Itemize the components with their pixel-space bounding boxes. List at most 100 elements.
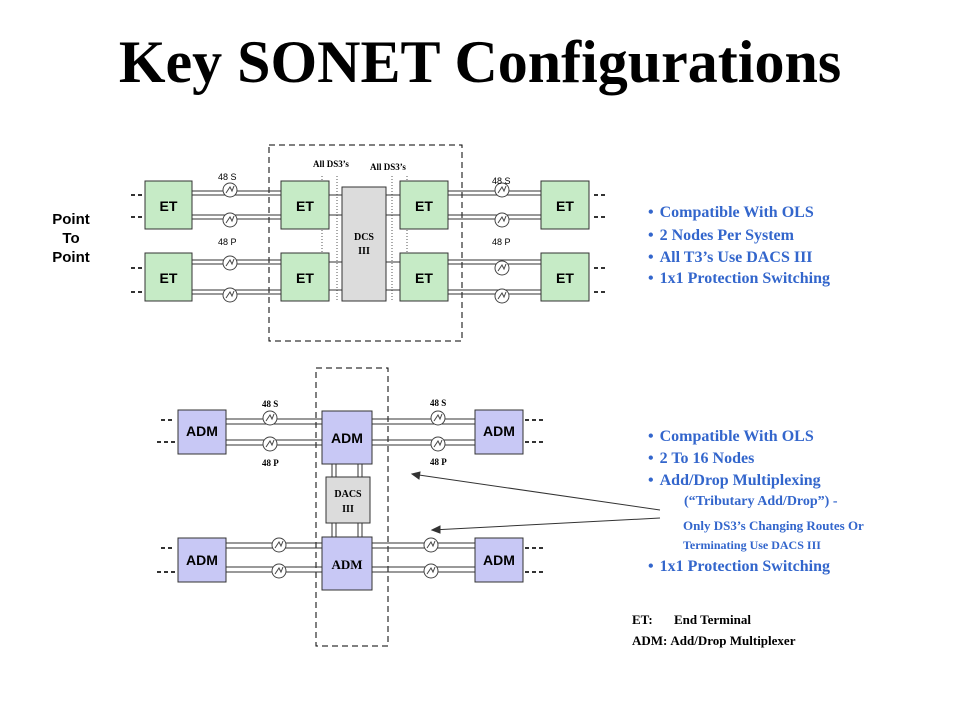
adm-link-label-48p-left: 48 P bbox=[262, 458, 279, 468]
ptp-bullet-text: Compatible With OLS bbox=[659, 204, 814, 221]
legend-adm-meaning: Add/Drop Multiplexer bbox=[670, 633, 796, 648]
ptp-bullet: • 2 Nodes Per System bbox=[648, 227, 794, 245]
ptp-link-label-48s-left: 48 S bbox=[218, 172, 237, 182]
ptp-link-label-48p-left: 48 P bbox=[218, 237, 237, 247]
et-label: ET bbox=[556, 198, 574, 214]
adm-label: ADM bbox=[483, 423, 515, 439]
ptp-bullet-text: All T3’s Use DACS III bbox=[659, 249, 813, 266]
et-box: ET bbox=[280, 180, 330, 230]
ptp-bullet: • 1x1 Protection Switching bbox=[648, 270, 830, 288]
legend-adm-abbr: ADM: bbox=[632, 633, 668, 648]
legend-et-abbr: ET: bbox=[632, 612, 653, 627]
adm-label: ADM bbox=[186, 423, 218, 439]
bullet-dot-icon: • bbox=[648, 472, 654, 489]
ptp-bullet: • Compatible With OLS bbox=[648, 204, 814, 222]
dacs-label-line-1: DACS bbox=[334, 489, 362, 500]
adm-box: ADM bbox=[177, 537, 227, 583]
bullet-dot-icon: • bbox=[648, 428, 654, 445]
adm-sub-line: Terminating Use DACS III bbox=[683, 538, 821, 552]
dcs-label-line-2: III bbox=[358, 246, 370, 257]
et-box: ET bbox=[540, 252, 590, 302]
adm-link-label-48s-left: 48 S bbox=[262, 399, 278, 409]
ptp-bullet: •All T3’s Use DACS III bbox=[648, 249, 813, 267]
legend-et: ET: End Terminal bbox=[632, 612, 751, 628]
et-box: ET bbox=[399, 252, 449, 302]
ptp-regenerator-6 bbox=[494, 212, 510, 228]
et-label: ET bbox=[415, 198, 433, 214]
ptp-regenerator-2 bbox=[222, 212, 238, 228]
adm-label: ADM bbox=[186, 552, 218, 568]
callout-arrows bbox=[410, 471, 661, 534]
point-to-point-label-line-1: Point bbox=[52, 211, 90, 228]
ptp-bullet-text: 2 Nodes Per System bbox=[659, 227, 794, 244]
adm-label: ADM bbox=[483, 552, 515, 568]
adm-label: ADM bbox=[331, 557, 362, 572]
adm-label: ADM bbox=[331, 430, 363, 446]
ptp-regenerator-4 bbox=[222, 287, 238, 303]
adm-bullet-text: Add/Drop Multiplexing bbox=[659, 472, 821, 489]
adm-regenerator-5 bbox=[271, 537, 287, 553]
adm-regenerator-2 bbox=[262, 436, 278, 452]
bullet-dot-icon: • bbox=[648, 450, 654, 467]
point-to-point-label-line-3: Point bbox=[52, 249, 90, 266]
ptp-regenerator-1 bbox=[222, 182, 238, 198]
adm-box: ADM bbox=[321, 410, 373, 465]
adm-bullet: • Add/Drop Multiplexing bbox=[648, 472, 821, 490]
dacs-box: DACS III bbox=[325, 476, 371, 524]
ptp-regenerator-7 bbox=[494, 260, 510, 276]
et-box: ET bbox=[540, 180, 590, 230]
dacs-label-line-2: III bbox=[342, 504, 354, 515]
et-label: ET bbox=[160, 198, 178, 214]
adm-regenerator-8 bbox=[423, 563, 439, 579]
adm-bullet: • 2 To 16 Nodes bbox=[648, 450, 754, 468]
bullet-dot-icon: • bbox=[648, 227, 654, 244]
legend-et-meaning: End Terminal bbox=[674, 612, 751, 627]
adm-regenerator-3 bbox=[430, 410, 446, 426]
adm-sub-line: Only DS3’s Changing Routes Or bbox=[683, 518, 864, 533]
adm-bullet-text: Compatible With OLS bbox=[659, 428, 814, 445]
adm-box: ADM bbox=[177, 409, 227, 455]
adm-office-boundary bbox=[315, 367, 389, 647]
et-label: ET bbox=[415, 270, 433, 286]
ptp-regenerator-3 bbox=[222, 255, 238, 271]
et-box: ET bbox=[144, 252, 193, 302]
bullet-dot-icon: • bbox=[648, 204, 654, 221]
adm-regenerator-6 bbox=[271, 563, 287, 579]
all-ds3-label-1: All DS3’s bbox=[313, 159, 349, 169]
ptp-office-boundary bbox=[268, 144, 463, 342]
dcs-label-line-1: DCS bbox=[354, 232, 374, 243]
slide-title: Key SONET Configurations bbox=[118, 29, 842, 95]
ptp-link-label-48s-right: 48 S bbox=[492, 176, 511, 186]
et-label: ET bbox=[296, 270, 314, 286]
bullet-dot-icon: • bbox=[648, 558, 654, 575]
adm-sub-line: (“Tributary Add/Drop”) - bbox=[684, 494, 838, 509]
adm-box: ADM bbox=[474, 537, 524, 583]
legend-adm: ADM:Add/Drop Multiplexer bbox=[632, 633, 795, 649]
adm-regenerator-4 bbox=[430, 436, 446, 452]
et-box: ET bbox=[144, 180, 193, 230]
ptp-regenerator-8 bbox=[494, 288, 510, 304]
adm-link-label-48s-right: 48 S bbox=[430, 398, 446, 408]
adm-bullet-text: 2 To 16 Nodes bbox=[659, 450, 755, 467]
adm-regenerator-1 bbox=[262, 410, 278, 426]
point-to-point-label: Point To Point bbox=[36, 210, 106, 267]
adm-link-label-48p-right: 48 P bbox=[430, 457, 447, 467]
adm-bullet-text: 1x1 Protection Switching bbox=[659, 558, 830, 575]
et-box: ET bbox=[399, 180, 449, 230]
bullet-dot-icon: • bbox=[648, 270, 654, 287]
point-to-point-label-line-2: To bbox=[62, 230, 80, 247]
et-label: ET bbox=[160, 270, 178, 286]
ptp-link-label-48p-right: 48 P bbox=[492, 237, 511, 247]
et-box: ET bbox=[280, 252, 330, 302]
dcs-box: DCS III bbox=[341, 186, 387, 302]
adm-box: ADM bbox=[474, 409, 524, 455]
adm-bullet: • Compatible With OLS bbox=[648, 428, 814, 446]
ptp-bullet-text: 1x1 Protection Switching bbox=[659, 270, 830, 287]
adm-regenerator-7 bbox=[423, 537, 439, 553]
et-label: ET bbox=[296, 198, 314, 214]
et-label: ET bbox=[556, 270, 574, 286]
adm-box: ADM bbox=[321, 536, 373, 591]
all-ds3-label-2: All DS3’s bbox=[370, 162, 406, 172]
